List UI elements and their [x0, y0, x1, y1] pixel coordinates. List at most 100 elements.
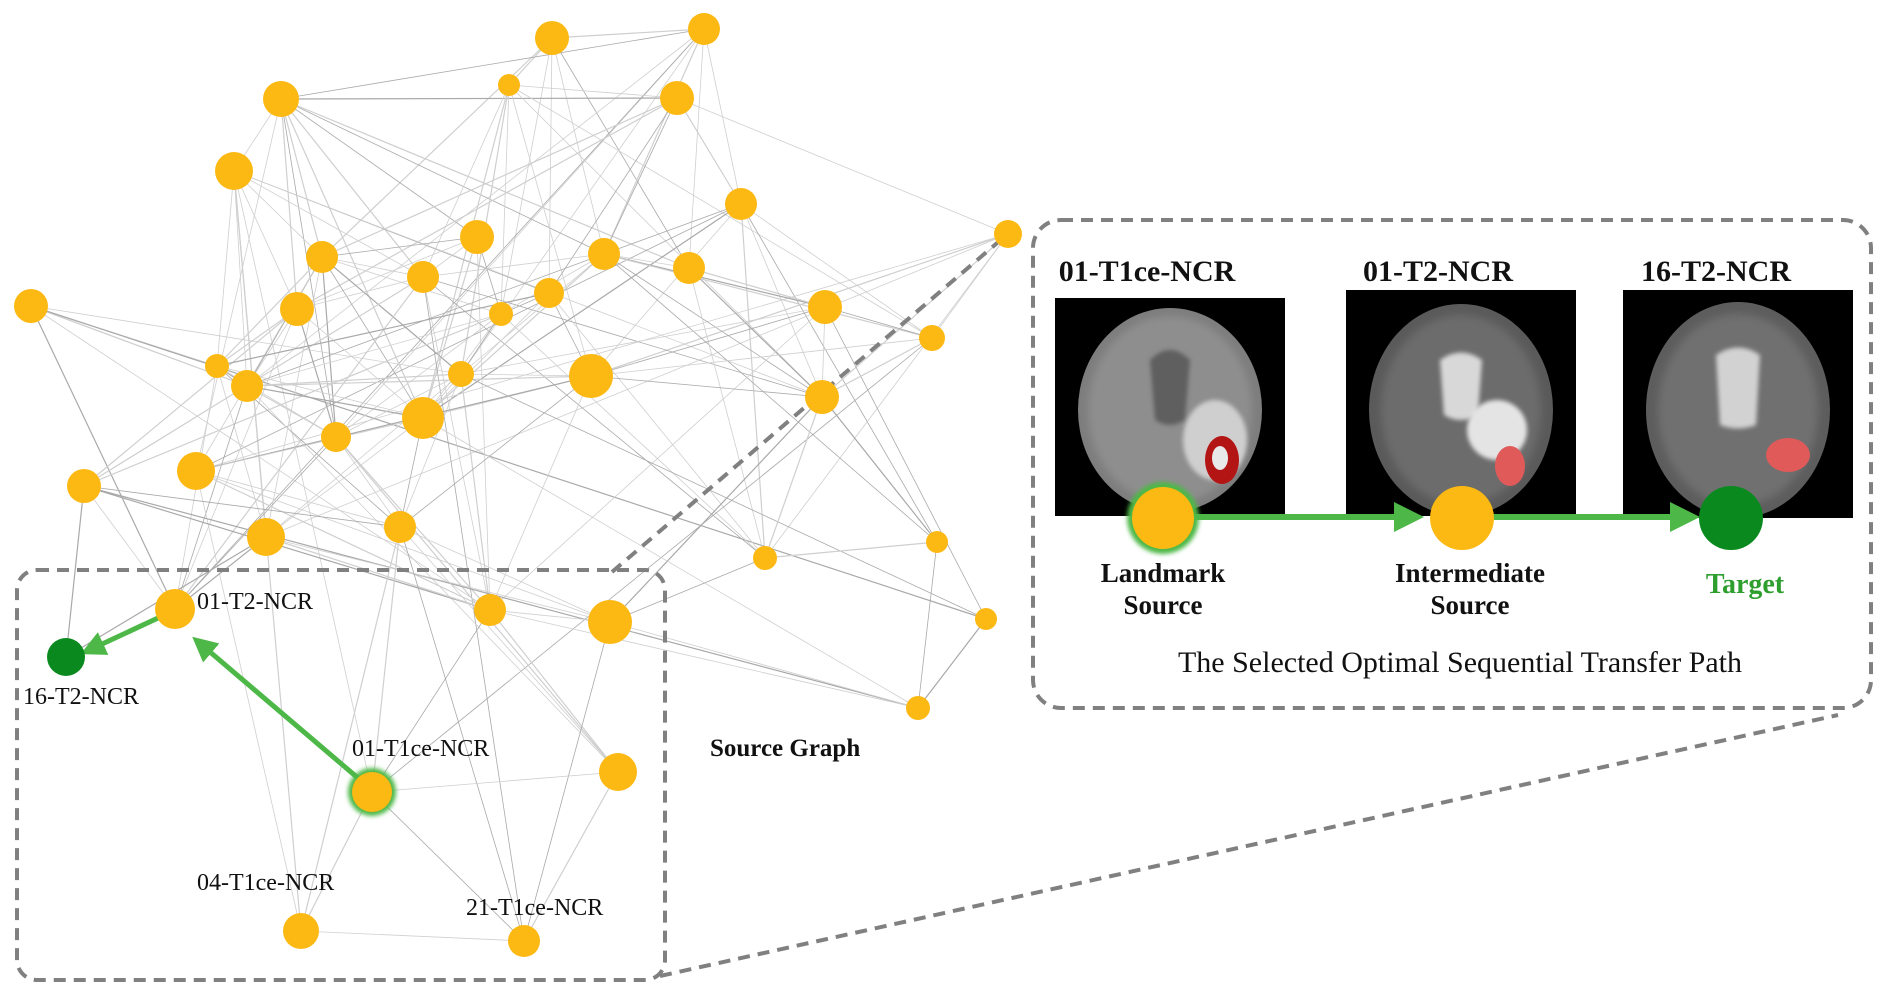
graph-edge	[265, 536, 611, 623]
node-16-t2-ncr	[47, 638, 85, 676]
graph-edge	[265, 536, 491, 611]
graph-edge	[300, 791, 373, 932]
label-21-t1ce-ncr: 21-T1ce-NCR	[466, 895, 603, 921]
graph-node	[588, 238, 620, 270]
subgraph-zoom-box	[15, 568, 667, 982]
graph-node	[808, 290, 842, 324]
graph-node	[599, 753, 637, 791]
graph-node	[177, 452, 215, 490]
graph-edge	[371, 526, 401, 793]
graph-edge	[590, 306, 826, 377]
graph-node	[725, 188, 757, 220]
graph-edge	[764, 541, 938, 559]
graph-edge	[321, 256, 424, 419]
graph-edge	[280, 98, 323, 258]
graph-edge	[174, 308, 298, 610]
graph-edge	[246, 385, 424, 419]
graph-edge	[603, 253, 823, 398]
graph-edge	[422, 84, 510, 419]
graph-edge	[321, 97, 678, 258]
graph-edge	[422, 292, 550, 419]
graph-node	[231, 370, 263, 402]
graph-node	[280, 292, 314, 326]
graph-node	[660, 81, 694, 115]
graph-edge	[246, 375, 592, 387]
image-title-1: 01-T1ce-NCR	[1059, 255, 1236, 288]
graph-node	[906, 696, 930, 720]
graph-edge	[917, 618, 987, 709]
graph-edge	[246, 385, 337, 438]
graph-edge	[300, 930, 525, 942]
mri-image-2	[1346, 290, 1576, 516]
graph-edge	[300, 526, 401, 932]
graph-edge	[265, 233, 1009, 538]
intermediate-label-line1: Intermediate	[1395, 558, 1545, 588]
mri-image-3	[1623, 290, 1853, 518]
graph-edge	[321, 256, 462, 375]
graph-edge	[233, 170, 248, 387]
graph-edge	[321, 256, 337, 438]
graph-edge	[335, 373, 462, 438]
graph-edge	[590, 337, 933, 377]
target-node	[1699, 486, 1763, 550]
graph-edge	[371, 791, 525, 942]
graph-edge	[195, 470, 611, 623]
graph-edge	[609, 396, 823, 623]
graph-edge	[676, 97, 1009, 235]
graph-edge	[195, 417, 424, 472]
graph-edge	[83, 485, 176, 610]
graph-edge	[195, 470, 302, 932]
graph-edge	[460, 306, 826, 375]
graph-nodes	[14, 13, 1022, 791]
graph-edge	[30, 305, 462, 375]
target-label: Target	[1706, 569, 1785, 600]
graph-edge	[399, 375, 592, 528]
graph-edges	[30, 28, 1009, 942]
graph-edge	[551, 28, 705, 39]
graph-edge	[740, 203, 938, 543]
graph-edge	[821, 233, 1009, 398]
graph-edge	[246, 373, 462, 387]
graph-node	[673, 252, 705, 284]
graph-edge	[422, 417, 919, 709]
graph-edge	[590, 233, 1009, 377]
graph-node	[919, 325, 945, 351]
graph-edge	[371, 771, 619, 793]
graph-edge	[246, 313, 502, 387]
graph-edge	[280, 98, 337, 438]
graph-node	[306, 241, 338, 273]
graph-edge	[174, 276, 424, 610]
graph-edge	[280, 98, 424, 419]
graph-node	[67, 469, 101, 503]
graph-edge	[83, 485, 919, 709]
graph-node	[407, 261, 439, 293]
graph-edge	[195, 203, 742, 472]
graph-edge	[500, 313, 766, 559]
label-01-t1ce-ncr: 01-T1ce-NCR	[352, 736, 489, 762]
graph-edge	[422, 276, 766, 559]
graph-edge	[603, 253, 938, 543]
graph-edge	[489, 609, 919, 709]
graph-edge	[548, 97, 678, 294]
source-graph-title: Source Graph	[710, 735, 860, 762]
graph-edge	[548, 292, 766, 559]
graph-node	[460, 220, 494, 254]
graph-edge	[371, 609, 491, 793]
label-04-t1ce-ncr: 04-T1ce-NCR	[197, 870, 334, 896]
graph-edge	[603, 97, 678, 255]
graph-node	[588, 600, 632, 644]
graph-edge	[195, 375, 592, 472]
graph-edge	[489, 609, 619, 773]
zoom-connector-bottom	[659, 713, 1839, 978]
graph-edge	[195, 470, 401, 528]
graph-edge	[30, 305, 987, 620]
graph-edge	[280, 98, 478, 238]
graph-edge	[233, 170, 823, 398]
graph-edge	[476, 236, 491, 611]
graph-edge	[216, 256, 323, 367]
graph-node	[205, 354, 229, 378]
graph-edge	[246, 28, 705, 387]
image-title-2: 01-T2-NCR	[1363, 255, 1513, 288]
graph-edge	[609, 557, 766, 623]
graph-edge	[233, 170, 424, 278]
